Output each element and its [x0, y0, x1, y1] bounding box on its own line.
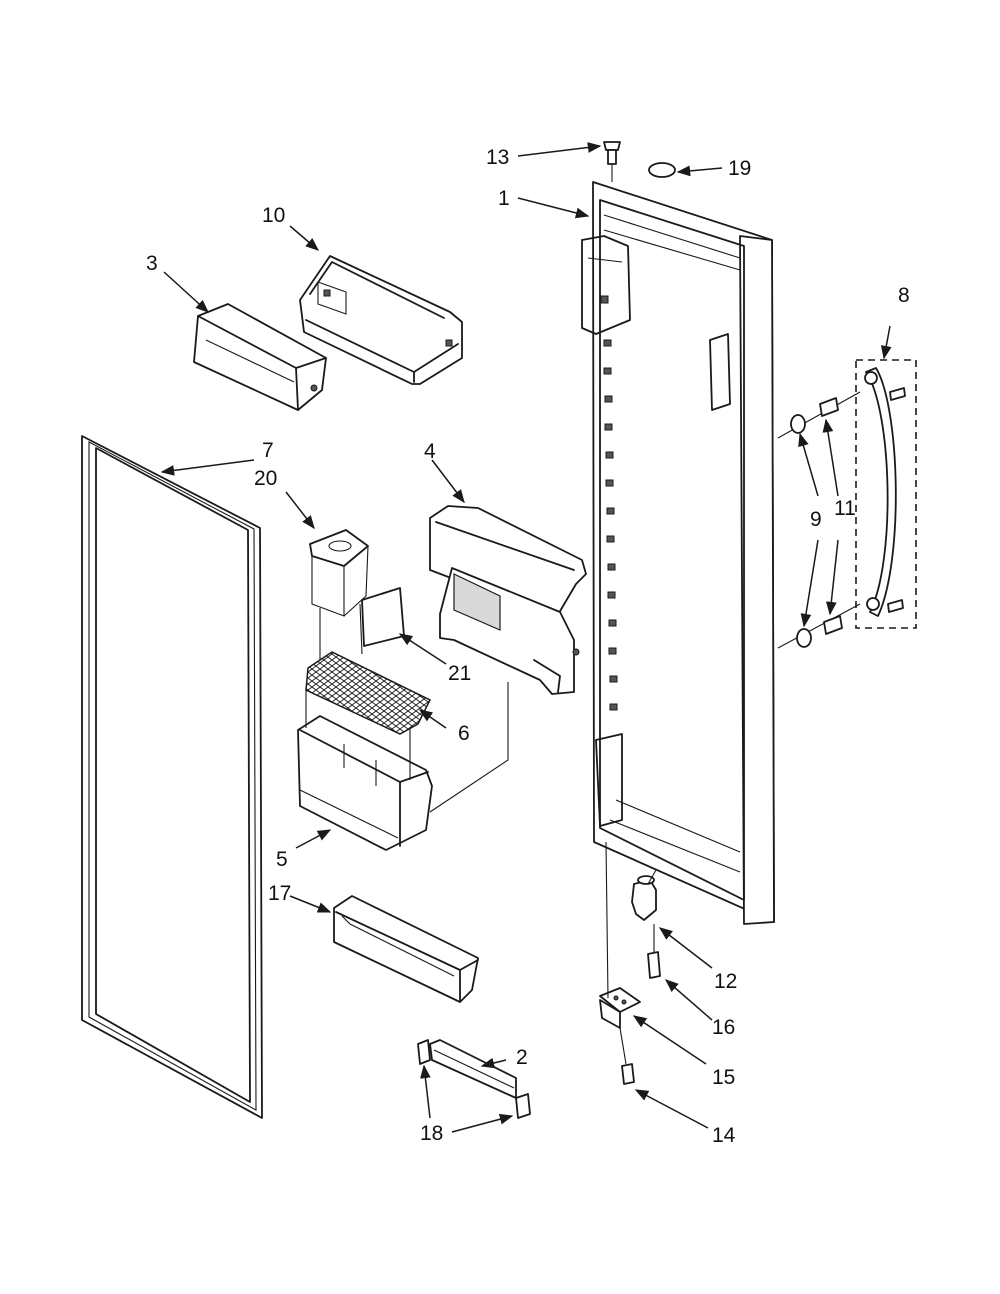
assembly-guide-lines: [305, 164, 657, 1065]
door-gasket: [81, 435, 263, 1119]
hinge-pin-bushing: [631, 875, 657, 921]
callout-13: 13: [486, 146, 509, 169]
callout-1: 1: [498, 187, 510, 210]
callout-18: 18: [420, 1122, 443, 1145]
top-screw: [603, 141, 621, 165]
callout-20: 20: [254, 467, 277, 490]
callout-15: 15: [712, 1066, 735, 1089]
callout-9: 9: [810, 508, 822, 531]
hinge-bracket: [599, 987, 641, 1029]
upper-door-bin: [429, 505, 587, 695]
callout-17: 17: [268, 882, 291, 905]
callout-16: 16: [712, 1016, 735, 1039]
handle-spacers: [790, 397, 843, 648]
small-door-bin: [333, 895, 479, 1003]
callout-3: 3: [146, 252, 158, 275]
handle-screws: [887, 387, 906, 613]
callout-2: 2: [516, 1046, 528, 1069]
leader-arrows: [160, 142, 892, 1133]
callout-12: 12: [714, 970, 737, 993]
callout-labels: 13 19 1 10 3 8 7 4 20 9 11 21 6 5 17 12 …: [146, 146, 910, 1147]
information-label: [361, 587, 405, 647]
callout-21: 21: [448, 662, 471, 685]
door-handle: [855, 359, 917, 629]
hinge-screw: [647, 951, 661, 979]
lower-door-bin: [297, 715, 433, 851]
filter-cap: [309, 529, 369, 617]
shelf-notches: [603, 339, 618, 711]
door-liner: [581, 181, 775, 925]
callout-6: 6: [458, 722, 470, 745]
dairy-compartment-frame: [299, 255, 463, 385]
callout-5: 5: [276, 848, 288, 871]
callout-19: 19: [728, 157, 751, 180]
callout-8: 8: [898, 284, 910, 307]
hole-plug: [648, 162, 676, 178]
callout-11: 11: [834, 497, 856, 520]
callout-10: 10: [262, 204, 285, 227]
bracket-screw: [621, 1063, 635, 1085]
trim-end-caps: [417, 1039, 531, 1119]
bin-trim: [429, 1039, 517, 1099]
callout-7: 7: [262, 439, 274, 462]
callout-14: 14: [712, 1124, 736, 1147]
dairy-door: [193, 303, 327, 411]
callout-4: 4: [424, 440, 436, 463]
